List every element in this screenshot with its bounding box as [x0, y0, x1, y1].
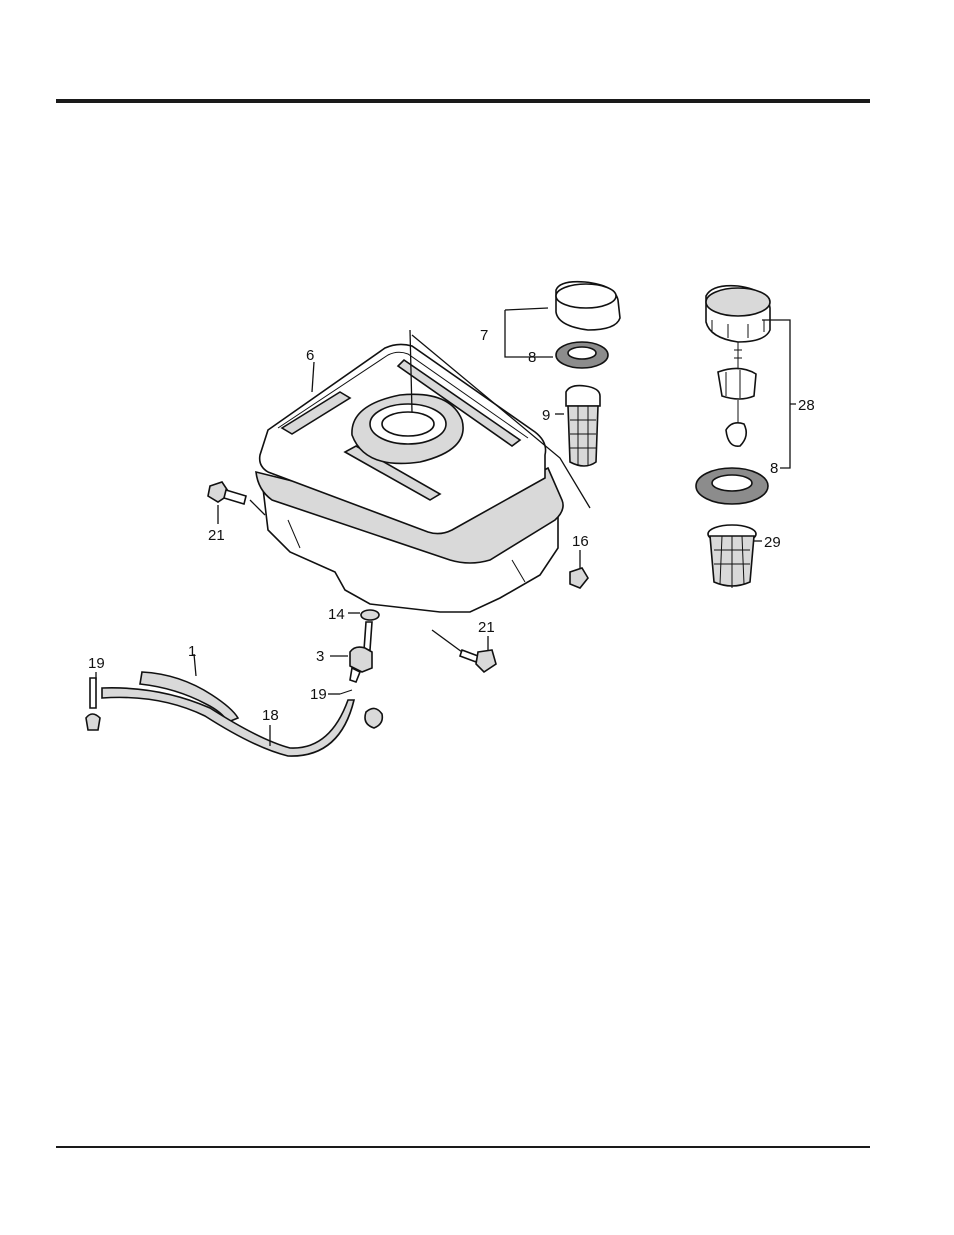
nut-16: [570, 568, 588, 588]
footer-rule: [56, 1146, 870, 1148]
fuel-strainer-9: [566, 386, 600, 466]
callout-16: 16: [572, 533, 589, 550]
flange-bolt-21b: [460, 650, 496, 672]
callout-7: 7: [480, 327, 488, 344]
callout-6: 6: [306, 347, 314, 364]
callout-21a: 21: [208, 527, 225, 544]
callout-21b: 21: [478, 619, 495, 636]
callout-9: 9: [542, 407, 550, 424]
fuel-tank: [256, 344, 563, 612]
cap-gasket-8a: [556, 342, 608, 368]
callout-3: 3: [316, 648, 324, 665]
callout-14: 14: [328, 606, 345, 623]
callout-19b: 19: [310, 686, 327, 703]
callout-19a: 19: [88, 655, 105, 672]
callout-8a: 8: [528, 349, 536, 366]
callout-28: 28: [798, 397, 815, 414]
callout-18: 18: [262, 707, 279, 724]
callout-29: 29: [764, 534, 781, 551]
callout-1: 1: [188, 643, 196, 660]
callout-8b: 8: [770, 460, 778, 477]
hose-clip-19a: [86, 678, 100, 730]
fuel-cap-assy-28: [706, 286, 770, 446]
fuel-filter-29: [708, 525, 756, 588]
cap-gasket-8b: [696, 468, 768, 504]
washer-14: [361, 610, 379, 620]
fuel-cap-7: [556, 282, 620, 330]
fuel-valve-3: [350, 622, 372, 682]
flange-bolt-21a: [208, 482, 246, 504]
